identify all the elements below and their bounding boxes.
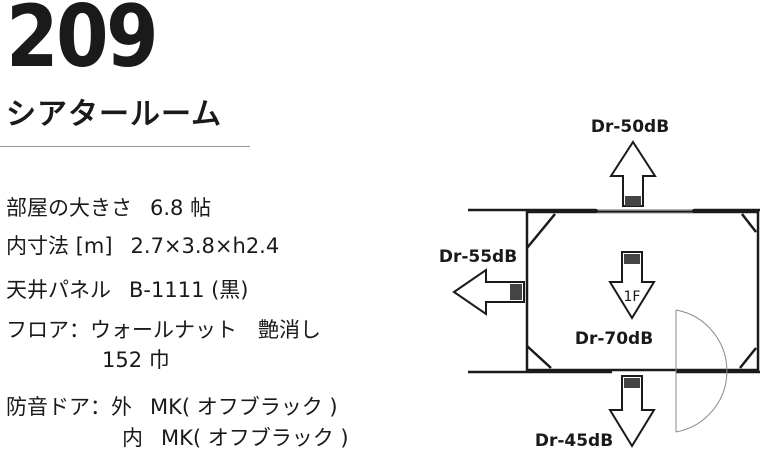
opening-right-pivot xyxy=(692,209,696,213)
spec-floor: フロア：ウォールナット 艶消し xyxy=(6,320,321,341)
spec-door-inner: 内 MK( オフブラック ) xyxy=(122,428,349,449)
corner-trap-bottom-right xyxy=(739,347,757,369)
arrow-down-icon xyxy=(608,375,656,448)
rating-bottom: Dr-45dB xyxy=(535,431,613,451)
arrow-down-1f-icon xyxy=(608,251,656,320)
spec-room-size-label: 部屋の大きさ xyxy=(6,196,132,220)
opening-left-pivot xyxy=(594,209,598,213)
spec-door-inner-value: MK( オフブラック ) xyxy=(161,426,349,450)
spec-floor-label: フロア： xyxy=(6,318,90,342)
spec-door-outer-label: 外 xyxy=(111,395,132,419)
door-swing-arc xyxy=(675,309,728,433)
spec-ceiling-label: 天井パネル xyxy=(6,278,111,302)
corner-trap-bottom-left xyxy=(526,345,552,369)
spec-door-outer-value: MK( オフブラック ) xyxy=(150,395,338,419)
spec-ceiling-value: B-1111 (黒) xyxy=(129,278,249,302)
spec-floor-value: ウォールナット 艶消し xyxy=(90,318,321,342)
room-name: シアタールーム xyxy=(6,97,223,132)
room-outline xyxy=(525,210,760,372)
title-divider xyxy=(0,146,250,147)
rating-left: Dr-55dB xyxy=(439,247,517,267)
corner-trap-top-right xyxy=(741,213,757,233)
spec-door-label: 防音ドア： xyxy=(6,395,111,419)
spec-floor-width: 152 巾 xyxy=(102,350,170,371)
spec-ceiling: 天井パネル B-1111 (黒) xyxy=(6,280,249,301)
corner-trap-top-left xyxy=(526,213,556,249)
spec-floor-width-value: 152 巾 xyxy=(102,348,170,372)
spec-room-size-value: 6.8 帖 xyxy=(150,196,212,220)
spec-dimensions: 内寸法 [m] 2.7×3.8×h2.4 xyxy=(6,236,279,257)
room-number: 209 xyxy=(6,0,159,87)
arrow-up-icon xyxy=(609,140,657,207)
spec-door-inner-label: 内 xyxy=(122,426,143,450)
arrow-left-icon xyxy=(452,268,525,316)
rating-top: Dr-50dB xyxy=(591,117,669,137)
floor-label: 1F xyxy=(624,289,641,305)
rating-floor: Dr-70dB xyxy=(575,329,653,349)
spec-dimensions-value: 2.7×3.8×h2.4 xyxy=(130,234,280,258)
spec-dimensions-label: 内寸法 [m] xyxy=(6,234,113,258)
spec-door-outer: 防音ドア：外 MK( オフブラック ) xyxy=(6,397,338,418)
spec-room-size: 部屋の大きさ 6.8 帖 xyxy=(6,198,211,219)
